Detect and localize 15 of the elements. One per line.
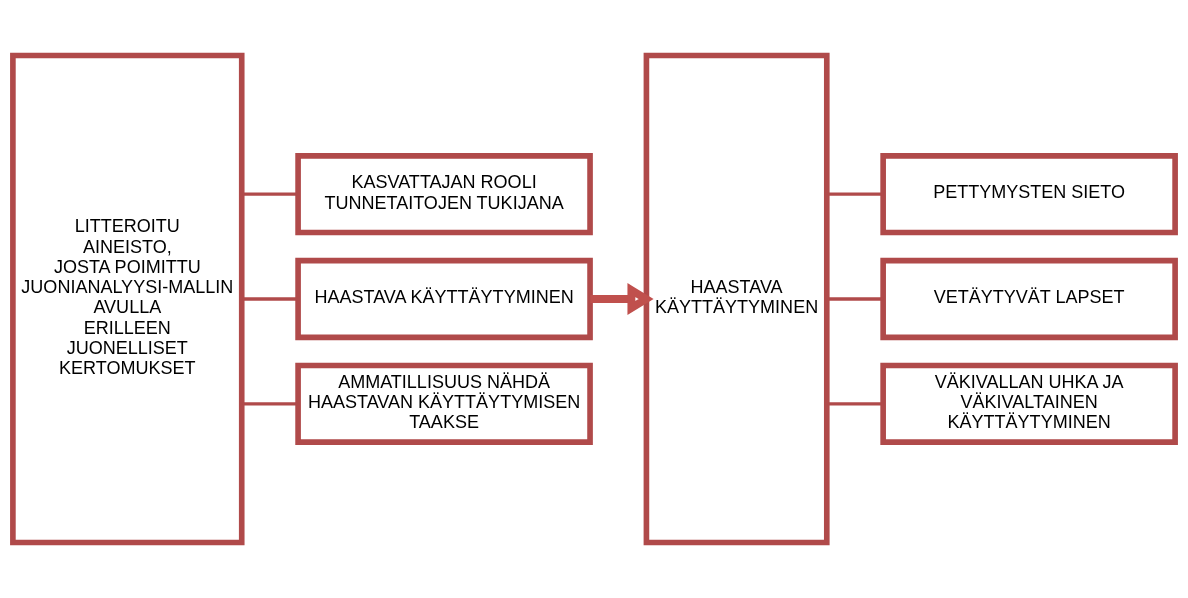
arrow	[590, 283, 654, 315]
connector	[242, 402, 298, 406]
connector	[827, 192, 884, 196]
node-box: AMMATILLISUUS NÄHDÄ HAASTAVAN KÄYTTÄYTYMISEN TAAKSE	[295, 362, 593, 445]
node-box: VETÄYTYVÄT LAPSET	[880, 257, 1178, 341]
connector	[827, 297, 884, 301]
node-box: PETTYMYSTEN SIETO	[880, 153, 1178, 236]
connector	[242, 297, 298, 301]
node-box: HAASTAVA KÄYTTÄYTYMINEN	[643, 52, 830, 546]
connector	[827, 402, 884, 406]
node-box: LITTEROITU AINEISTO, JOSTA POIMITTU JUONIANALYYSI-MALLIN AVULLA ERILLEEN JUONELLISET KERTOMUKSET	[10, 52, 245, 546]
connector	[242, 192, 298, 196]
node-box: HAASTAVA KÄYTTÄYTYMINEN	[295, 257, 593, 341]
node-box: KASVATTAJAN ROOLI TUNNETAITOJEN TUKIJANA	[295, 153, 593, 236]
node-box: VÄKIVALLAN UHKA JA VÄKIVALTAINEN KÄYTTÄYTYMINEN	[880, 362, 1178, 445]
